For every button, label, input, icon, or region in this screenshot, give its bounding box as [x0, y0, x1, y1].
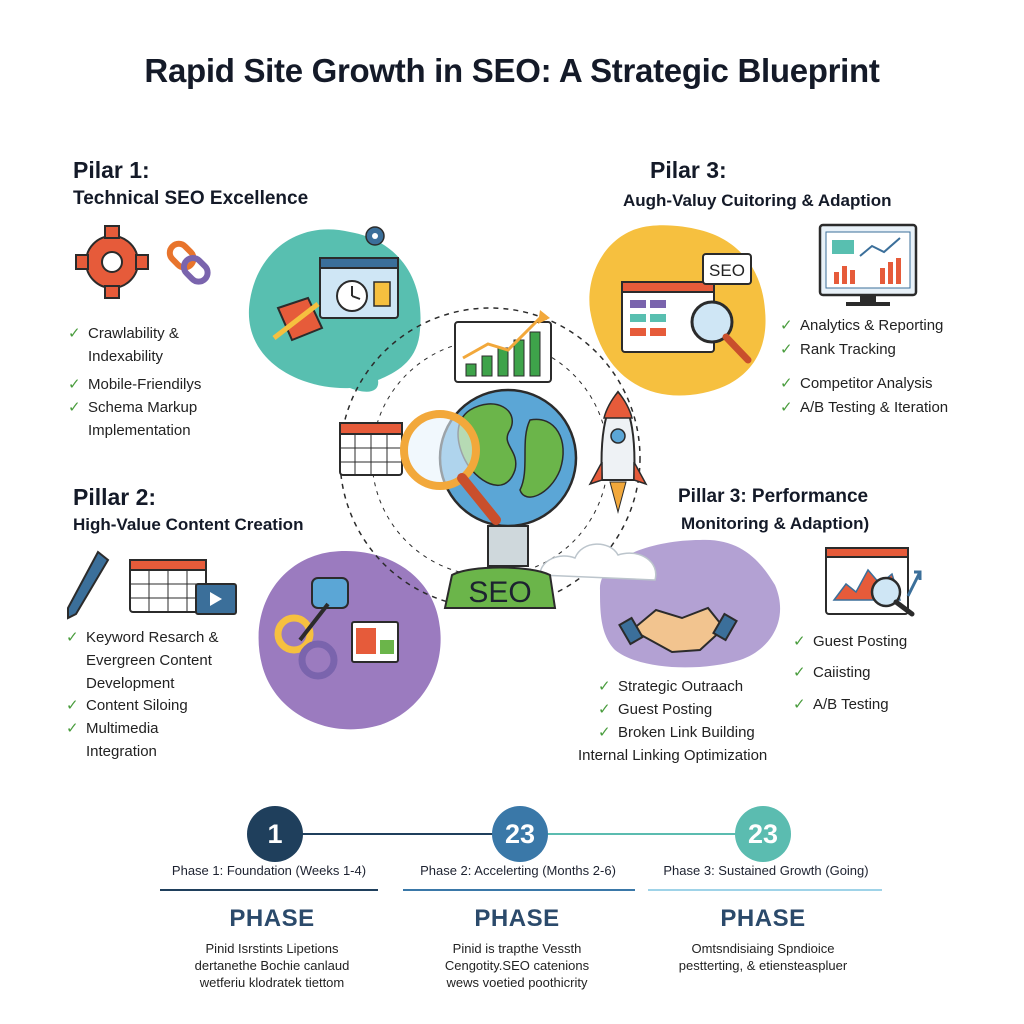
checklist-item: ✓Schema Markup Implementation: [68, 396, 197, 442]
checklist-item: ✓Multimedia Integration: [66, 717, 159, 763]
phase-1-rule: [160, 889, 378, 891]
phase-number-1: 1: [247, 806, 303, 862]
video-icon: [195, 583, 237, 615]
check-icon: ✓: [66, 629, 79, 646]
check-icon: ✓: [66, 697, 79, 714]
checklist-item: ✓Strategic Outraach: [598, 675, 743, 698]
check-icon: ✓: [68, 325, 81, 342]
check-icon: ✓: [598, 724, 611, 741]
phase-number-2: 23: [492, 806, 548, 862]
analytics-monitor-icon: [818, 223, 918, 306]
svg-text:SEO: SEO: [468, 576, 531, 609]
checklist-item: ✓A/B Testing & Iteration: [780, 396, 948, 419]
smoke-cloud: [539, 543, 657, 581]
phase-2-word: PHASE: [474, 905, 560, 932]
check-icon: ✓: [780, 317, 793, 334]
check-icon: ✓: [780, 399, 793, 416]
audit-browser-icon: [621, 281, 715, 353]
calendar-icon: [339, 422, 403, 476]
small-gear-icon: [365, 226, 385, 246]
link-tools-icon: [274, 577, 349, 680]
seo-badge: SEO: [443, 566, 557, 609]
check-icon: ✓: [780, 341, 793, 358]
check-icon: ✓: [66, 720, 79, 737]
checklist-item: ✓Rank Tracking: [780, 338, 896, 361]
pillar-2-heading: Pillar 2:: [73, 484, 157, 510]
magnifier-icon: [690, 300, 752, 364]
check-icon: ✓: [793, 696, 806, 713]
check-icon: ✓: [793, 664, 806, 681]
handshake-icon: [618, 606, 738, 654]
seo-card: SEO: [702, 253, 752, 285]
phase-3-rule: [648, 889, 882, 891]
checklist-item: ✓Crawlability & Indexability: [68, 322, 179, 368]
purple-blob: [258, 550, 441, 730]
large-magnifier-icon: [400, 410, 501, 525]
puzzle-tools-icon: [272, 296, 324, 342]
checklist-item: ✓Content Siloing: [66, 694, 188, 717]
phase-3-label: Phase 3: Sustained Growth (Going): [663, 863, 869, 878]
content-calendar-icon: [129, 559, 207, 613]
growth-chart-icon: [454, 310, 552, 383]
gear-icon: [75, 225, 149, 299]
checklist-item: ✓Mobile-Friendilys: [68, 373, 201, 396]
phase-1-label: Phase 1: Foundation (Weeks 1-4): [171, 863, 367, 878]
check-icon: ✓: [793, 633, 806, 650]
check-icon: ✓: [780, 375, 793, 392]
pillar-1-subheading: Technical SEO Excellence: [73, 188, 309, 209]
globe-icon: [438, 388, 578, 567]
page-title: Rapid Site Growth in SEO: A Strategic Bl…: [144, 52, 880, 89]
checklist-item: ✓Keyword Resarch & Evergreen Content Dev…: [66, 626, 219, 695]
pillar-3-heading: Pilar 3:: [650, 157, 727, 183]
pillar-2-subheading: High-Value Content Creation: [73, 515, 304, 534]
phase-3-word: PHASE: [720, 905, 806, 932]
checklist-item: ✓Competitor Analysis: [780, 372, 933, 395]
checklist-item: ✓Guest Posting: [598, 698, 712, 721]
check-icon: ✓: [598, 701, 611, 718]
check-icon: ✓: [598, 678, 611, 695]
rocket-icon: [588, 390, 648, 514]
svg-text:SEO: SEO: [709, 261, 745, 280]
pillar-3-subheading: Augh-Valuy Cuitoring & Adaption: [623, 191, 892, 210]
check-icon: ✓: [68, 399, 81, 416]
pillar-3-performance-heading: Pillar 3: Performance: [678, 486, 869, 507]
pillar-3-performance-subheading: Monitoring & Adaption): [681, 514, 870, 533]
checklist-item: ✓Guest Posting: [793, 630, 907, 653]
phase-2-rule: [403, 889, 635, 891]
pen-icon: [67, 550, 110, 620]
checklist-item: ✓Caiisting: [793, 661, 871, 684]
phase-number-3: 23: [735, 806, 791, 862]
browser-clock-icon: [319, 257, 399, 319]
checklist-item: ✓A/B Testing: [793, 693, 889, 716]
outreach-footer: Internal Linking Optimization: [578, 747, 768, 764]
image-card-icon: [351, 621, 399, 663]
checklist-item: ✓Analytics & Reporting: [780, 314, 943, 337]
check-icon: ✓: [68, 376, 81, 393]
phase-2-label: Phase 2: Accelerting (Months 2-6): [420, 863, 616, 878]
pillar-1-heading: Pilar 1:: [73, 157, 150, 183]
performance-chart-icon: [825, 547, 922, 617]
phase-1-word: PHASE: [229, 905, 315, 932]
chain-link-icon: [166, 240, 211, 285]
checklist-item: ✓Broken Link Building: [598, 721, 755, 744]
